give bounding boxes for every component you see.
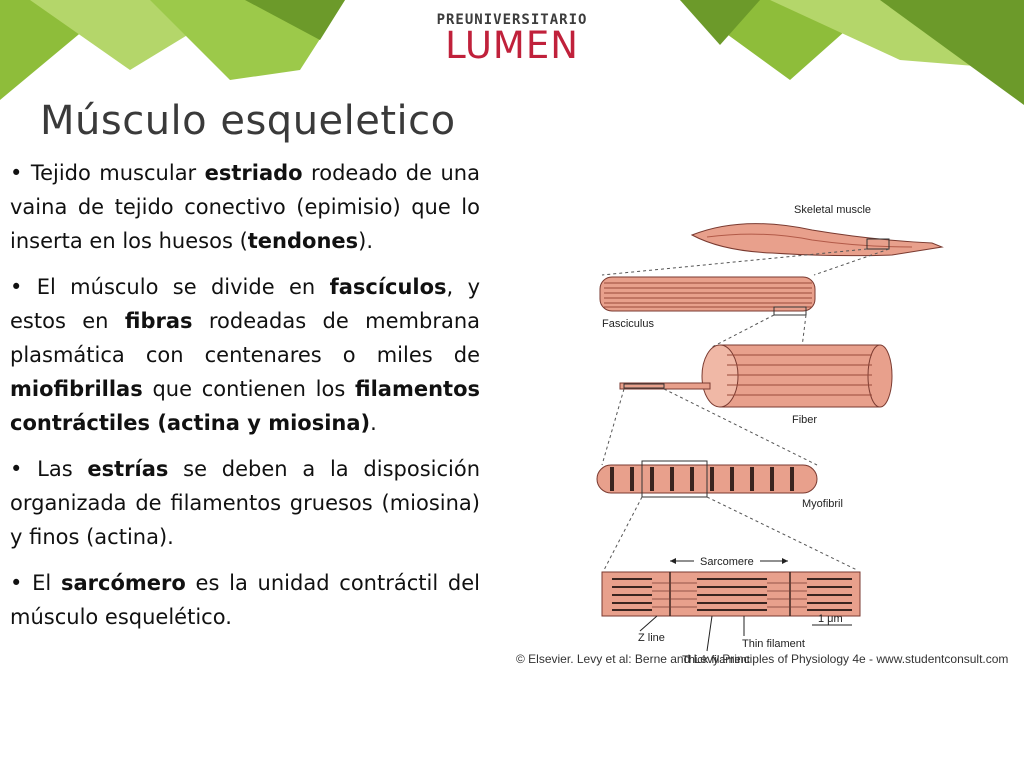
bullet-bold-text: filamentos contráctiles (actina y miosin… (10, 377, 480, 435)
bullet-bold-text: estrías (87, 457, 169, 481)
bullet-bold-text: miofibrillas (10, 377, 143, 401)
green-triangles-right (680, 0, 1024, 105)
bullet-text: rodeado de una vaina de tejido conectivo… (10, 161, 480, 253)
bullet-bold-text: sarcómero (60, 571, 186, 595)
sarcomere-drawing (601, 571, 861, 617)
myofibril-drawing (596, 460, 818, 498)
label-sarcomere: Sarcomere (700, 556, 754, 568)
bullet-text: • El (10, 571, 61, 595)
bullet-text: ). (358, 229, 374, 253)
label-scale: 1 μm (818, 613, 843, 625)
bullet-item: • Tejido muscular estriado rodeado de un… (10, 156, 480, 258)
bullet-text: • Tejido muscular (10, 161, 205, 185)
label-fiber: Fiber (792, 414, 817, 426)
bullet-text: . (370, 411, 377, 435)
green-triangles-left (0, 0, 345, 100)
bullet-bold-text: estriado (204, 161, 303, 185)
label-z-line: Z line (638, 632, 665, 644)
bullet-text: es la unidad contráctil del músculo esqu… (10, 571, 480, 629)
bullet-bold-text: fibras (124, 309, 193, 333)
logo-subtitle: PREUNIVERSITARIO (436, 12, 588, 28)
fiber-drawing (619, 344, 893, 408)
bullet-text: se deben a la disposición organizada de … (10, 457, 481, 549)
label-skeletal-muscle: Skeletal muscle (794, 204, 871, 216)
bullet-text: que contienen los (142, 377, 356, 401)
label-myofibril: Myofibril (802, 498, 843, 510)
slide-title: Músculo esqueletico (40, 98, 456, 144)
bullet-text: rodeadas de membrana plasmática con cent… (10, 309, 480, 367)
bullet-item: • El sarcómero es la unidad contráctil d… (10, 566, 480, 634)
label-fasciculus: Fasciculus (602, 318, 654, 330)
bullet-item: • Las estrías se deben a la disposición … (10, 452, 480, 554)
label-thick-filament: Thick filament (682, 654, 750, 666)
bullet-text: , y estos en (10, 275, 480, 333)
logo-title: LUMEN (445, 24, 579, 67)
lumen-logo: PREUNIVERSITARIO LUMEN (432, 8, 592, 72)
figure-caption: © Elsevier. Levy et al: Berne and Levy P… (516, 652, 1009, 666)
bullet-bold-text: tendones (247, 229, 359, 253)
bullet-text: • El músculo se divide en (10, 275, 330, 299)
bullet-text: • Las (10, 457, 88, 481)
muscle-structure-diagram: Skeletal muscle Fasciculus (596, 204, 944, 666)
label-thin-filament: Thin filament (742, 638, 805, 650)
bullet-list: • Tejido muscular estriado rodeado de un… (10, 156, 480, 646)
fasciculus-drawing (599, 276, 816, 316)
bullet-bold-text: fascículos (329, 275, 447, 299)
bullet-item: • El músculo se divide en fascículos, y … (10, 270, 480, 440)
